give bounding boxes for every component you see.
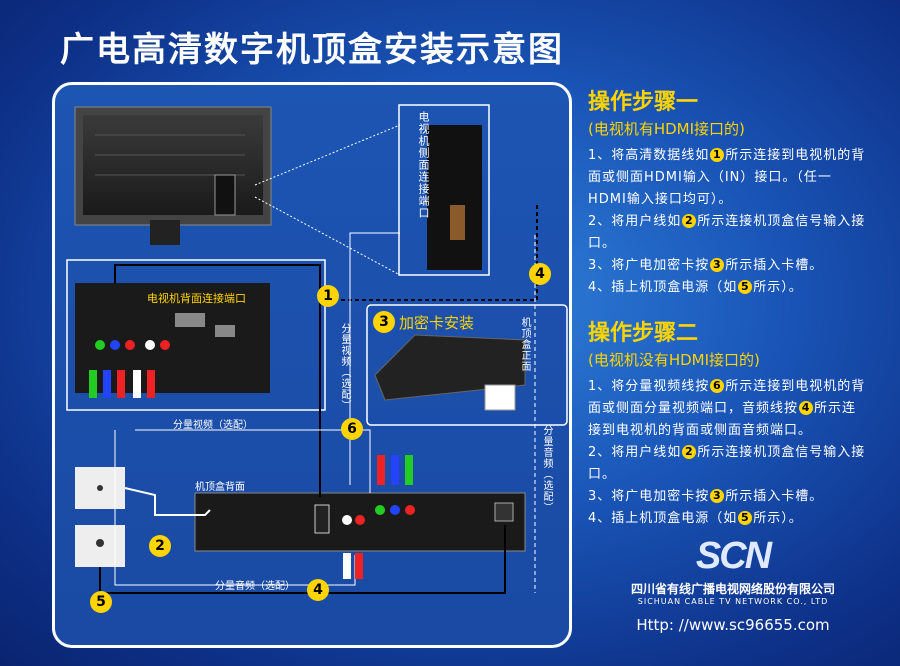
- step-number-badge: 5: [738, 511, 753, 525]
- step1-line: 口。: [588, 236, 617, 251]
- badge-4-bottom: 4: [307, 579, 329, 601]
- step-number-badge: 5: [738, 280, 753, 294]
- component-audio-h-label: 分量音频（选配）: [215, 581, 295, 592]
- step2-title: 操作步骤二: [588, 321, 699, 346]
- tv-back-ports-label: 电视机背面连接端口: [147, 292, 246, 305]
- step2-subtitle: (电视机没有HDMI接口的): [588, 351, 760, 369]
- step-number-badge: 6: [710, 379, 725, 393]
- step1-title: 操作步骤一: [588, 90, 699, 115]
- scn-logo: SCN: [695, 535, 772, 577]
- step1-line: HDMI输入接口均可）。: [588, 192, 733, 207]
- component-audio-v-label: 分量音频（选配）: [541, 425, 552, 513]
- tv-side-ports-label: 电视机侧面连接端口: [417, 111, 430, 219]
- step2-line: 口。: [588, 467, 617, 482]
- step-number-badge: 2: [682, 214, 697, 228]
- step-number-badge: 3: [710, 489, 725, 503]
- step1-subtitle: (电视机有HDMI接口的): [588, 120, 745, 138]
- stb-back-label: 机顶盒背面: [195, 482, 245, 493]
- component-video-h-label: 分量视频（选配）: [173, 420, 253, 431]
- diagram-svg: [66, 104, 568, 594]
- step-number-badge: 1: [710, 148, 725, 162]
- stb-front-label: 机顶盒正面: [519, 317, 530, 372]
- card-install-badge: 3: [373, 311, 395, 333]
- card-install-label: 加密卡安装: [399, 314, 475, 332]
- step-number-badge: 4: [799, 401, 814, 415]
- company-name-en: SICHUAN CABLE TV NETWORK CO., LTD: [637, 597, 829, 606]
- step-number-badge: 2: [682, 445, 697, 459]
- badge-4-top: 4: [529, 263, 551, 285]
- badge-5: 5: [90, 591, 112, 613]
- step1-line: 面或侧面HDMI输入（IN）接口。（任一: [588, 170, 832, 185]
- diagram-panel: 电视机侧面连接端口 电视机背面连接端口 3 加密卡安装 机顶盒正面 机顶盒背面 …: [52, 82, 572, 648]
- badge-1: 1: [317, 285, 339, 307]
- step2-line: 接到电视机的背面或侧面音频端口。: [588, 423, 813, 438]
- page-title: 广电高清数字机顶盒安装示意图: [60, 30, 564, 70]
- badge-6: 6: [341, 418, 363, 440]
- step-number-badge: 3: [710, 258, 725, 272]
- website-url: Http: //www.sc96655.com: [636, 616, 830, 634]
- company-name: 四川省有线广播电视网络股份有限公司: [630, 582, 835, 596]
- component-video-v-label: 分量视频（选配）: [339, 323, 350, 411]
- badge-2: 2: [149, 535, 171, 557]
- tv-back-image: [74, 106, 272, 245]
- logo-block: SCN 四川省有线广播电视网络股份有限公司 SICHUAN CABLE TV N…: [618, 535, 848, 634]
